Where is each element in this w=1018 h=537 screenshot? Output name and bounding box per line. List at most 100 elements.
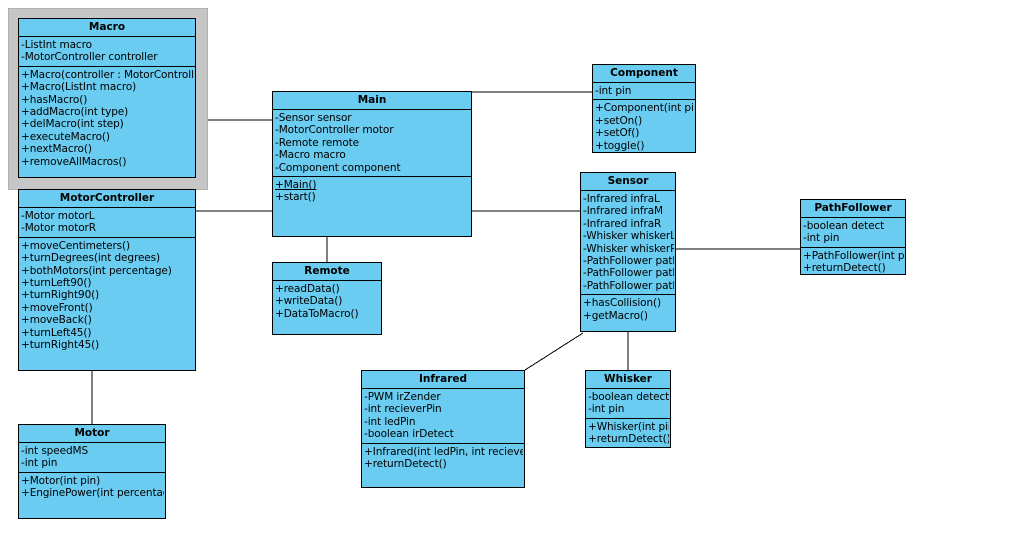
class-name-remote: Remote xyxy=(273,263,381,281)
class-box-main[interactable]: Main-Sensor sensor-MotorController motor… xyxy=(272,91,472,237)
attribute-row: -boolean detect xyxy=(588,391,669,403)
attribute-row: -Remote remote xyxy=(275,136,360,149)
attribute-row: -MotorController motor xyxy=(275,124,394,137)
attributes-compartment-motor: -int speedMS-int pin xyxy=(19,443,165,472)
attributes-compartment-whisker: -boolean detect-int pin xyxy=(586,389,670,418)
method-row: +turnDegrees(int degrees) xyxy=(21,252,161,265)
class-name-macro: Macro xyxy=(19,19,195,37)
methods-compartment-macro: +Macro(controller : MotorController)+Mac… xyxy=(19,65,195,170)
method-row: +delMacro(int step) xyxy=(21,118,124,131)
attribute-row: -int speedMS xyxy=(21,445,89,457)
attribute-row: -int pin xyxy=(588,403,625,416)
method-row: +getMacro() xyxy=(583,309,648,322)
attributes-compartment-motorcontroller: -Motor motorL-Motor motorR xyxy=(19,208,195,237)
attribute-row: -Component component xyxy=(275,161,401,174)
attribute-row: -PathFollower pathM xyxy=(583,267,674,280)
class-name-whisker: Whisker xyxy=(586,371,670,389)
attribute-row: -Sensor sensor xyxy=(275,112,352,124)
attributes-compartment-component: -int pin xyxy=(593,83,695,99)
methods-compartment-infrared: +Infrared(int ledPin, int recieverPin)+r… xyxy=(362,442,524,473)
attribute-row: -Macro macro xyxy=(275,149,346,162)
method-row: +Whisker(int pin) xyxy=(588,420,669,433)
attribute-row: -int recieverPin xyxy=(364,403,442,416)
method-row: +moveCentimeters() xyxy=(21,239,131,252)
method-row: +hasMacro() xyxy=(21,93,88,106)
method-row: +turnLeft90() xyxy=(21,277,92,290)
attribute-row: -int pin xyxy=(21,457,58,470)
method-row: +Macro(ListInt macro) xyxy=(21,81,137,94)
class-box-component[interactable]: Component-int pin+Component(int pin)+set… xyxy=(592,64,696,153)
method-row: +DataToMacro() xyxy=(275,307,359,320)
methods-compartment-sensor: +hasCollision()+getMacro() xyxy=(581,294,675,324)
method-row: +Component(int pin) xyxy=(595,102,694,115)
method-row: +moveFront() xyxy=(21,301,93,314)
methods-compartment-main: +Main()+start() xyxy=(273,176,471,206)
class-box-infrared[interactable]: Infrared-PWM irZender-int recieverPin-in… xyxy=(361,370,525,488)
attribute-row: -Whisker whiskerR xyxy=(583,242,674,255)
method-row: +setOn() xyxy=(595,114,643,127)
attribute-row: -int pin xyxy=(595,85,632,97)
method-row: +Motor(int pin) xyxy=(21,474,101,487)
class-box-motor[interactable]: Motor-int speedMS-int pin+Motor(int pin)… xyxy=(18,424,166,519)
class-name-component: Component xyxy=(593,65,695,83)
class-box-pathfollower[interactable]: PathFollower-boolean detect-int pin+Path… xyxy=(800,199,906,275)
class-name-pathfollower: PathFollower xyxy=(801,200,905,218)
method-row: +turnRight90() xyxy=(21,289,100,302)
attribute-row: -Motor motorL xyxy=(21,210,95,222)
class-box-sensor[interactable]: Sensor-Infrared infraL-Infrared infraM-I… xyxy=(580,172,676,332)
method-row: +Infrared(int ledPin, int recieverPin) xyxy=(364,445,523,458)
methods-compartment-motorcontroller: +moveCentimeters()+turnDegrees(int degre… xyxy=(19,236,195,354)
method-row: +Macro(controller : MotorController) xyxy=(21,68,194,81)
method-row: +turnRight45() xyxy=(21,339,100,352)
attribute-row: -Infrared infraM xyxy=(583,205,664,218)
method-row: +moveBack() xyxy=(21,314,92,327)
method-row: +addMacro(int type) xyxy=(21,106,129,119)
class-name-main: Main xyxy=(273,92,471,110)
method-row: +PathFollower(int pin) xyxy=(803,249,904,262)
attributes-compartment-main: -Sensor sensor-MotorController motor-Rem… xyxy=(273,110,471,176)
connector-sensor-infrared[interactable] xyxy=(524,332,584,371)
method-row: +nextMacro() xyxy=(21,143,92,156)
attribute-row: -Motor motorR xyxy=(21,222,96,235)
method-row: +returnDetect() xyxy=(588,433,669,446)
methods-compartment-pathfollower: +PathFollower(int pin)+returnDetect() xyxy=(801,246,905,277)
attribute-row: -Whisker whiskerL xyxy=(583,230,674,243)
attribute-row: -Infrared infraL xyxy=(583,193,660,205)
method-row: +returnDetect() xyxy=(803,262,886,275)
attribute-row: -PathFollower pathR xyxy=(583,279,674,292)
attribute-row: -boolean irDetect xyxy=(364,428,454,441)
class-box-remote[interactable]: Remote+readData()+writeData()+DataToMacr… xyxy=(272,262,382,335)
attributes-compartment-infrared: -PWM irZender-int recieverPin-int ledPin… xyxy=(362,389,524,443)
methods-compartment-motor: +Motor(int pin)+EnginePower(int percenta… xyxy=(19,471,165,502)
method-row: +EnginePower(int percentage) xyxy=(21,487,164,500)
attribute-row: -Infrared infraR xyxy=(583,217,662,230)
class-name-infrared: Infrared xyxy=(362,371,524,389)
method-row: +executeMacro() xyxy=(21,130,110,143)
class-box-motorcontroller[interactable]: MotorController-Motor motorL-Motor motor… xyxy=(18,189,196,371)
methods-compartment-remote: +readData()+writeData()+DataToMacro() xyxy=(273,281,381,322)
class-box-macro[interactable]: Macro-ListInt macro-MotorController cont… xyxy=(18,18,196,178)
attribute-row: -PathFollower pathL xyxy=(583,255,674,268)
class-name-sensor: Sensor xyxy=(581,173,675,191)
attribute-row: -boolean detect xyxy=(803,220,885,232)
method-row: +start() xyxy=(275,191,316,204)
method-row: +setOf() xyxy=(595,127,640,140)
method-row: +hasCollision() xyxy=(583,297,662,310)
attributes-compartment-sensor: -Infrared infraL-Infrared infraM-Infrare… xyxy=(581,191,675,294)
class-box-whisker[interactable]: Whisker-boolean detect-int pin+Whisker(i… xyxy=(585,370,671,448)
method-row: +toggle() xyxy=(595,139,645,152)
method-row: +bothMotors(int percentage) xyxy=(21,264,172,277)
class-name-motor: Motor xyxy=(19,425,165,443)
attribute-row: -MotorController controller xyxy=(21,51,158,64)
attribute-row: -PWM irZender xyxy=(364,391,441,403)
method-row: +writeData() xyxy=(275,295,343,308)
attribute-row: -int ledPin xyxy=(364,415,416,428)
class-name-motorcontroller: MotorController xyxy=(19,190,195,208)
methods-compartment-component: +Component(int pin)+setOn()+setOf()+togg… xyxy=(593,99,695,154)
attribute-row: -int pin xyxy=(803,232,840,245)
attributes-compartment-macro: -ListInt macro-MotorController controlle… xyxy=(19,37,195,66)
attributes-compartment-pathfollower: -boolean detect-int pin xyxy=(801,218,905,247)
methods-compartment-whisker: +Whisker(int pin)+returnDetect() xyxy=(586,417,670,448)
